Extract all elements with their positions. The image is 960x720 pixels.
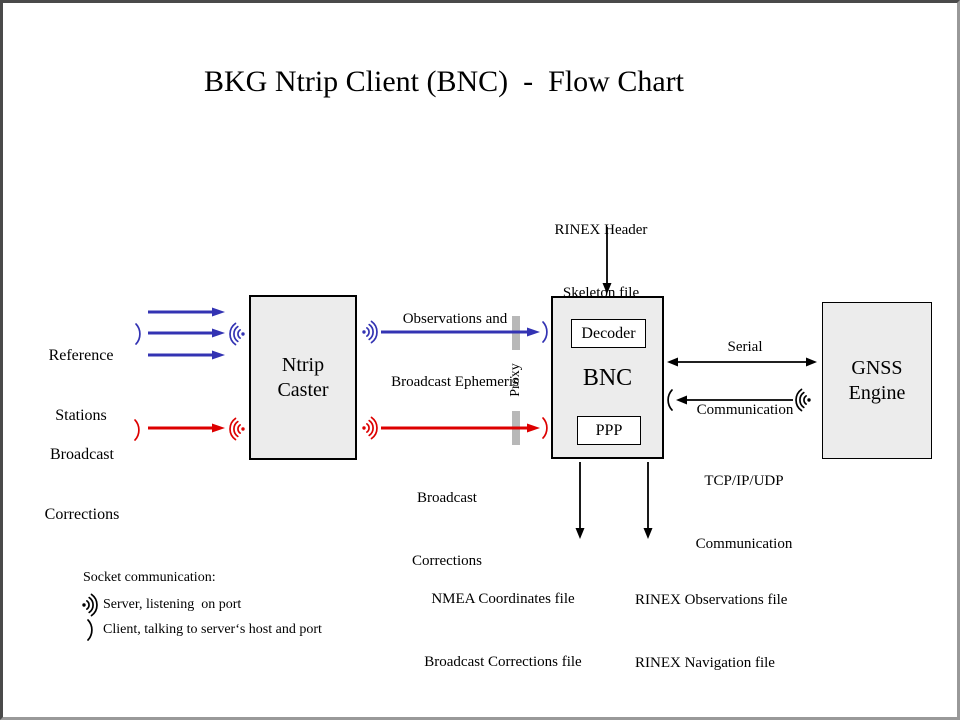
reference-stations-label: Reference Stations — [48, 347, 114, 424]
reference-stations-arrows — [148, 307, 225, 360]
legend-client-item: Client, talking to server‘s host and por… — [103, 622, 322, 637]
bnc-node: Decoder BNC PPP — [551, 296, 664, 459]
diagram-graphics — [81, 227, 817, 641]
tcp-comm-label: TCP/IP/UDP Communication — [695, 473, 793, 552]
broadcast-corrections-left-arrow — [148, 423, 225, 433]
proxy-label: Proxy — [508, 363, 523, 397]
ntrip-caster-label-line2: Caster — [277, 378, 329, 401]
observations-stream-arrow — [381, 327, 540, 337]
serial-comm-label: Serial Communication — [696, 339, 794, 418]
ntrip-caster-label-line1: Ntrip — [281, 353, 325, 376]
legend-server-item: Server, listening on port — [103, 597, 242, 612]
ppp-box: PPP — [577, 416, 641, 445]
gnss-engine-label-line1: GNSS — [851, 356, 903, 379]
server-socket-icon — [229, 322, 246, 346]
legend-server-socket-icon — [81, 593, 98, 617]
decoder-box: Decoder — [571, 319, 646, 348]
server-socket-icon — [229, 417, 246, 441]
serial-comm-arrow — [667, 357, 817, 367]
corrections-stream-arrow — [381, 423, 540, 433]
decoder-label: Decoder — [581, 325, 636, 342]
legend-heading: Socket communication: — [83, 570, 216, 585]
ntrip-caster-node: Ntrip Caster — [249, 295, 357, 460]
broadcast-corrections-mid-label: Broadcast Corrections — [412, 490, 482, 569]
nmea-files-label: NMEA Coordinates file Broadcast Correcti… — [424, 591, 582, 670]
legend-client-socket-icon — [87, 619, 93, 641]
bnc-label: BNC — [582, 365, 633, 391]
broadcast-corrections-left-label: Broadcast Corrections — [44, 446, 120, 523]
gnss-engine-node: GNSS Engine — [822, 302, 932, 459]
observations-ephemeris-label: Observations and Broadcast Ephemeris — [391, 311, 519, 390]
ppp-label: PPP — [595, 422, 623, 439]
gnss-engine-label-line2: Engine — [848, 381, 906, 404]
rinex-files-label: RINEX Observations file RINEX Navigation… — [635, 592, 788, 671]
nmea-output-arrow — [575, 462, 585, 539]
page-title: BKG Ntrip Client (BNC) - Flow Chart — [204, 65, 684, 98]
rinex-header-label: RINEX Header Skeleton file — [554, 222, 648, 301]
tcp-comm-arrow — [676, 395, 793, 405]
rinex-output-arrow — [643, 462, 653, 539]
rinex-header-arrow — [602, 227, 612, 294]
